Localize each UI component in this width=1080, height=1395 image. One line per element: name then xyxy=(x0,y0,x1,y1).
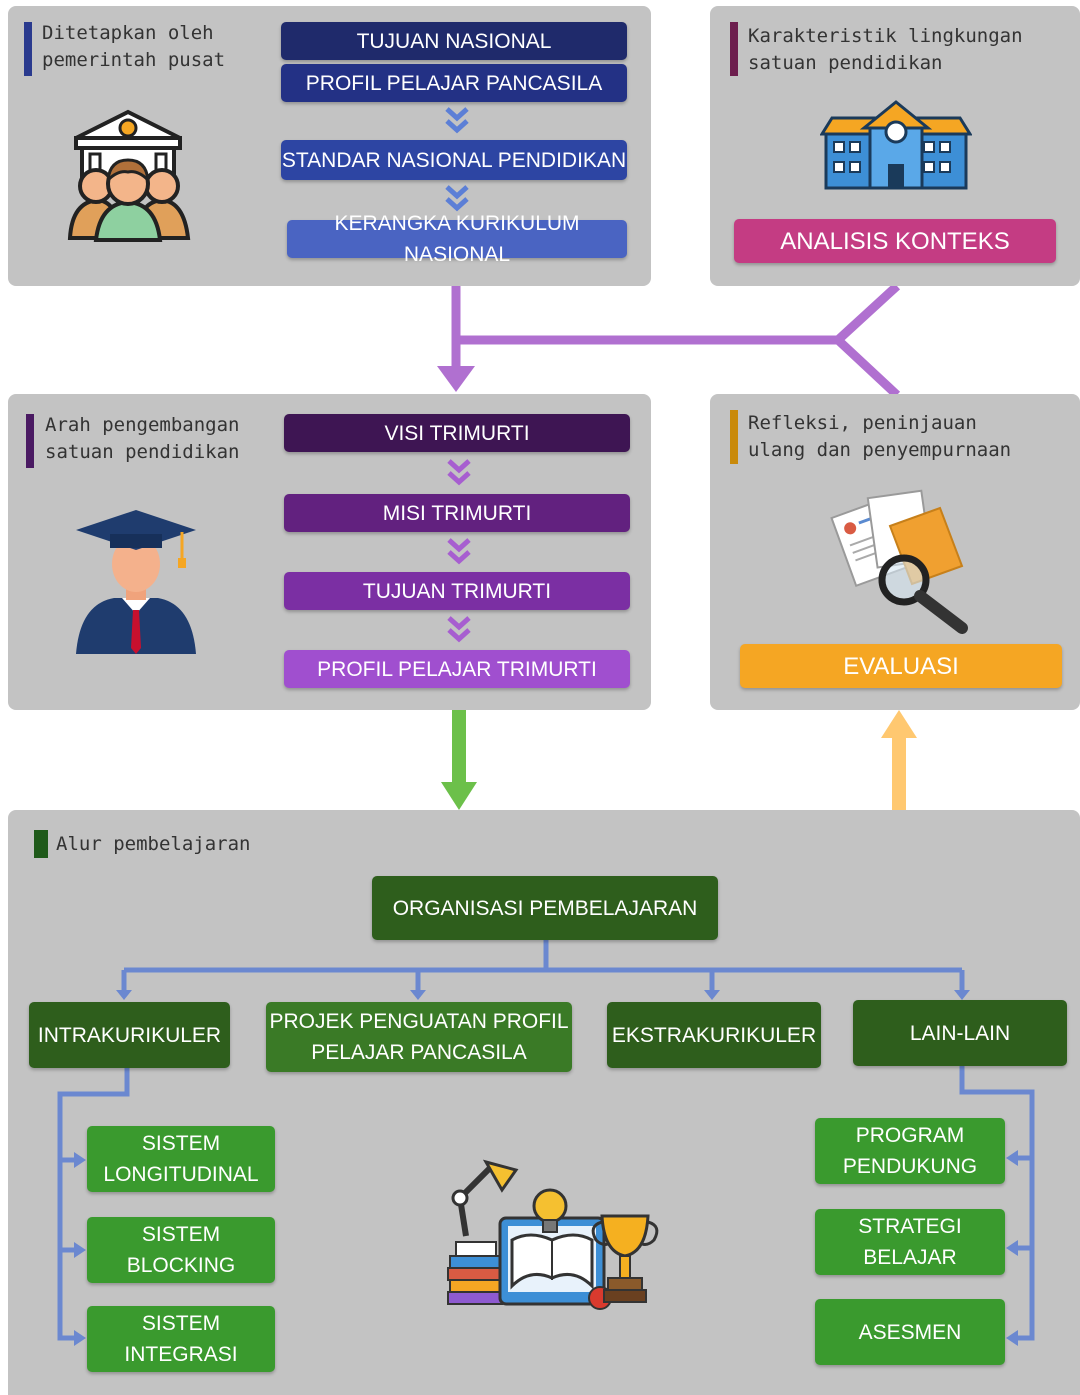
chevron-down-icon xyxy=(445,185,469,212)
chevron-down-icon xyxy=(445,107,469,134)
purple-arrowhead xyxy=(437,366,475,392)
documents-magnifier-icon xyxy=(830,489,968,634)
evaluasi-box: EVALUASI xyxy=(740,644,1062,688)
chevron-down-icon xyxy=(447,459,471,486)
lain-lain-box: LAIN-LAIN xyxy=(853,1000,1067,1066)
national-note: Ditetapkan oleh pemerintah pusat xyxy=(42,22,226,71)
purple-connector xyxy=(451,282,901,399)
green-arrowhead xyxy=(441,782,477,810)
tujuan-trimurti-box: TUJUAN TRIMURTI xyxy=(284,572,630,610)
evaluation-note-bar xyxy=(730,410,738,464)
green-connector xyxy=(452,710,466,788)
orange-arrowhead xyxy=(881,710,917,738)
school-building-icon xyxy=(820,100,972,190)
visi-trimurti-box: VISI TRIMURTI xyxy=(284,414,630,452)
evaluation-note: Refleksi, peninjauan ulang dan penyempur… xyxy=(748,412,1012,461)
program-pendukung-box: PROGRAM PENDUKUNG xyxy=(815,1118,1005,1184)
sistem-longitudinal-box: SISTEM LONGITUDINAL xyxy=(87,1126,275,1192)
orange-connector xyxy=(892,735,906,810)
chevron-down-icon xyxy=(447,616,471,643)
standar-nasional-box: STANDAR NASIONAL PENDIDIKAN xyxy=(281,140,627,180)
national-note-bar xyxy=(24,22,32,76)
education-books-trophy-icon xyxy=(447,1159,659,1310)
projek-penguatan-box: PROJEK PENGUATAN PROFIL PELAJAR PANCASIL… xyxy=(266,1002,572,1072)
organisasi-pembelajaran-box: ORGANISASI PEMBELAJARAN xyxy=(372,876,718,940)
chevron-down-icon xyxy=(447,538,471,565)
profil-pancasila-box: PROFIL PELAJAR PANCASILA xyxy=(281,64,627,102)
government-building-with-people-icon xyxy=(67,109,191,242)
analisis-konteks-box: ANALISIS KONTEKS xyxy=(734,219,1056,263)
profil-trimurti-box: PROFIL PELAJAR TRIMURTI xyxy=(284,650,630,688)
context-note: Karakteristik lingkungan satuan pendidik… xyxy=(748,25,1023,74)
sistem-integrasi-box: SISTEM INTEGRASI xyxy=(87,1306,275,1372)
misi-trimurti-box: MISI TRIMURTI xyxy=(284,494,630,532)
tujuan-nasional-box: TUJUAN NASIONAL xyxy=(281,22,627,60)
direction-note-bar xyxy=(26,414,34,468)
direction-note: Arah pengembangan satuan pendidikan xyxy=(45,414,240,463)
ekstrakurikuler-box: EKSTRAKURIKULER xyxy=(607,1002,821,1068)
context-note-bar xyxy=(730,22,738,76)
sistem-blocking-box: SISTEM BLOCKING xyxy=(87,1217,275,1283)
graduate-icon xyxy=(76,510,196,654)
asesmen-box: ASESMEN xyxy=(815,1299,1005,1365)
strategi-belajar-box: STRATEGI BELAJAR xyxy=(815,1209,1005,1275)
learning-note-bar xyxy=(34,830,48,858)
intrakurikuler-box: INTRAKURIKULER xyxy=(29,1002,230,1068)
learning-note: Alur pembelajaran xyxy=(56,833,251,855)
